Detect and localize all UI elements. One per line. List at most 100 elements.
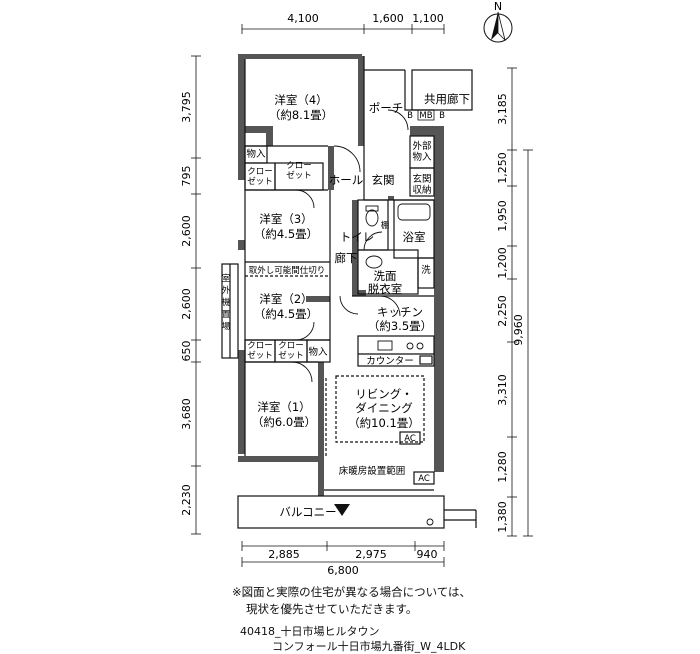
outdoor-unit-char-3: 置	[222, 310, 231, 320]
washroom-label-2: 脱衣室	[368, 282, 403, 296]
balcony-fixture-icon	[426, 518, 434, 526]
dim-bottom-2: 940	[417, 548, 438, 561]
bedroom1-size: （約6.0畳）	[252, 415, 316, 429]
fixtures	[365, 203, 431, 351]
dim-bottom-1: 2,975	[355, 548, 387, 561]
bedroom3-size: （約4.5畳）	[254, 227, 318, 241]
top-dimension-line	[241, 24, 445, 34]
ldk-size: （約10.1畳）	[348, 416, 420, 430]
door-kitchen	[339, 295, 359, 315]
hall-label: ホール	[329, 173, 364, 187]
stove-icon	[406, 342, 414, 350]
dim-bottom-0: 2,885	[268, 548, 300, 561]
door-hall	[333, 145, 361, 173]
ac-label-lower: AC	[418, 474, 430, 484]
closet-4-line-2: ゼット	[278, 350, 304, 361]
closet-3-line-1: クロー	[247, 341, 273, 351]
left-dimension-line	[191, 55, 201, 535]
b-label-2: B	[439, 111, 445, 121]
mb-box	[417, 109, 435, 121]
ac-label-living: AC	[404, 434, 416, 444]
ldk-name-1: リビング・	[355, 387, 413, 401]
bath-label: 浴室	[403, 230, 426, 244]
outdoor-unit-char-2: 機	[222, 297, 231, 308]
shelf-label: 棚	[381, 220, 390, 231]
counter-label: カウンター	[366, 356, 414, 367]
caption-line-2: コンフォール十日市場九番街_W_4LDK	[272, 640, 466, 653]
dim-left-1: 795	[180, 166, 193, 187]
closet-4-line-1: クロー	[278, 341, 304, 351]
common-corridor-label: 共用廊下	[424, 92, 470, 106]
balcony-label: バルコニー	[279, 505, 336, 519]
dim-bottom-total: 6,800	[327, 564, 359, 577]
outdoor-unit-char-4: 場	[222, 321, 231, 332]
entrance-storage-label-2: 収納	[412, 184, 431, 196]
doors	[291, 109, 409, 383]
removable-partition-label: 取外し可能間仕切り	[249, 265, 326, 276]
dim-top-0: 4,100	[287, 12, 319, 25]
entrance-storage-label-1: 玄関	[412, 173, 431, 185]
outdoor-unit-char-1: 外	[222, 285, 231, 296]
toilet-bowl-icon	[365, 209, 379, 227]
b-label-1: B	[407, 111, 413, 121]
dim-right-4: 2,250	[496, 295, 509, 327]
floor-heating-label: 床暖房設置範囲	[339, 465, 406, 477]
storage-lower-label: 物入	[308, 346, 328, 358]
bedroom4-size: （約8.1畳）	[269, 108, 333, 122]
caption-line-1: 40418_十日市場ヒルタウン	[240, 625, 380, 638]
note-line-2: 現状を優先させていただきます。	[246, 602, 418, 616]
storage-upper-label: 物入	[246, 148, 266, 160]
outer-storage-label-2: 物入	[412, 151, 432, 163]
dim-left-3: 2,600	[180, 288, 193, 320]
dim-left-6: 2,230	[180, 484, 193, 516]
door-porch	[387, 109, 409, 131]
compass-label: N	[494, 0, 502, 13]
dim-right-1: 1,250	[496, 152, 509, 184]
closet-2-line-2: ゼット	[286, 170, 312, 181]
kitchen-size: （約3.5畳）	[368, 319, 432, 333]
dim-left-4: 650	[180, 341, 193, 362]
bedroom1-name: 洋室（1）	[257, 400, 310, 414]
toilet-label: トイレ	[340, 230, 375, 244]
dim-right-total: 9,960	[512, 314, 525, 346]
right-dimension-line	[507, 67, 533, 537]
dim-left-0: 3,795	[180, 91, 193, 123]
mb-label: MB	[419, 111, 432, 121]
dim-top-2: 1,100	[412, 12, 444, 25]
door-bedroom1	[291, 361, 313, 383]
dim-right-2: 1,950	[496, 200, 509, 232]
porch-label: ポーチ	[369, 101, 404, 115]
dim-left-5: 3,680	[180, 398, 193, 430]
bedroom2-size: （約4.5畳）	[254, 307, 318, 321]
door-toilet	[363, 231, 383, 251]
bedroom2-name: 洋室（2）	[259, 292, 312, 306]
door-bedroom3	[295, 189, 315, 209]
compass-arrow-icon	[491, 12, 498, 40]
dim-right-6: 1,280	[496, 451, 509, 483]
dim-right-5: 3,310	[496, 374, 509, 406]
bathtub-icon	[397, 203, 431, 221]
bedroom4-name: 洋室（4）	[274, 93, 327, 107]
north-compass: N	[483, 0, 513, 43]
balcony-drain-icon	[334, 504, 350, 516]
entrance-label: 玄関	[372, 173, 395, 187]
dim-right-7: 1,380	[496, 501, 509, 533]
kitchen-name: キッチン	[377, 305, 423, 319]
dim-top-1: 1,600	[372, 12, 404, 25]
outdoor-unit-char-0: 室	[222, 273, 231, 284]
washbasin-icon	[365, 255, 383, 269]
sink-icon	[377, 340, 393, 351]
corridor-label: 廊下	[335, 251, 358, 265]
disclaimer-note: ※図面と実際の住宅が異なる場合については、 現状を優先させていただきます。	[232, 584, 471, 618]
closet-2-line-1: クロー	[286, 161, 312, 171]
door-bedroom2	[295, 321, 315, 341]
wash-label: 洗	[421, 264, 431, 276]
outer-storage-label-1: 外部	[412, 140, 431, 152]
bedroom3-name: 洋室（3）	[259, 212, 312, 226]
ldk-name-2: ダイニング	[355, 401, 413, 415]
note-line-1: ※図面と実際の住宅が異なる場合については、	[232, 585, 472, 599]
door-washroom	[379, 295, 401, 317]
closet-1-line-1: クロー	[247, 167, 273, 177]
bottom-dimension-line	[241, 541, 445, 567]
